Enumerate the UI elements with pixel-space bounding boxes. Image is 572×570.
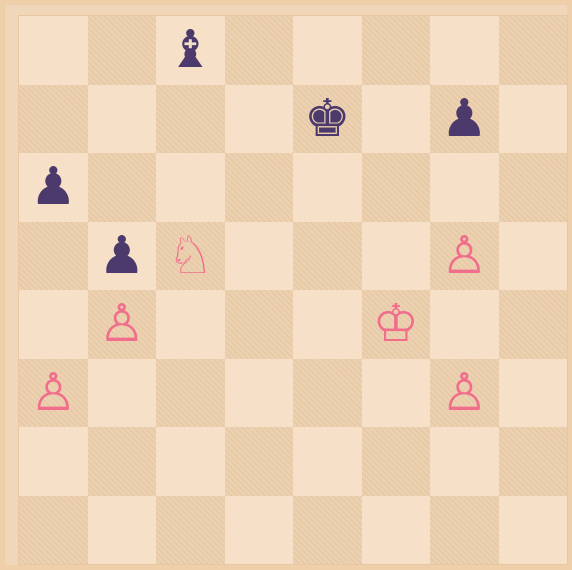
- square-f3[interactable]: [362, 359, 431, 428]
- square-f5[interactable]: [362, 222, 431, 291]
- square-e8[interactable]: [293, 16, 362, 85]
- square-d6[interactable]: [225, 153, 294, 222]
- square-f7[interactable]: [362, 85, 431, 154]
- square-b8[interactable]: [88, 16, 157, 85]
- square-c5[interactable]: ♘: [156, 222, 225, 291]
- square-g8[interactable]: [430, 16, 499, 85]
- square-h1[interactable]: [499, 496, 568, 565]
- square-c6[interactable]: [156, 153, 225, 222]
- square-e2[interactable]: [293, 427, 362, 496]
- square-e6[interactable]: [293, 153, 362, 222]
- square-a1[interactable]: [19, 496, 88, 565]
- square-a2[interactable]: [19, 427, 88, 496]
- square-g1[interactable]: [430, 496, 499, 565]
- square-g5[interactable]: ♙: [430, 222, 499, 291]
- white-king-f4[interactable]: ♔: [372, 298, 419, 350]
- square-c8[interactable]: ♝: [156, 16, 225, 85]
- black-pawn-b5[interactable]: ♟: [98, 230, 145, 282]
- square-b5[interactable]: ♟: [88, 222, 157, 291]
- square-b2[interactable]: [88, 427, 157, 496]
- square-g2[interactable]: [430, 427, 499, 496]
- square-h6[interactable]: [499, 153, 568, 222]
- black-pawn-g7[interactable]: ♟: [441, 93, 488, 145]
- square-d1[interactable]: [225, 496, 294, 565]
- square-e7[interactable]: ♚: [293, 85, 362, 154]
- square-c2[interactable]: [156, 427, 225, 496]
- black-bishop-c8[interactable]: ♝: [167, 24, 214, 76]
- square-a4[interactable]: [19, 290, 88, 359]
- square-h5[interactable]: [499, 222, 568, 291]
- black-pawn-a6[interactable]: ♟: [30, 161, 77, 213]
- square-c3[interactable]: [156, 359, 225, 428]
- square-f8[interactable]: [362, 16, 431, 85]
- square-d4[interactable]: [225, 290, 294, 359]
- square-c7[interactable]: [156, 85, 225, 154]
- square-b7[interactable]: [88, 85, 157, 154]
- square-a6[interactable]: ♟: [19, 153, 88, 222]
- square-a3[interactable]: ♙: [19, 359, 88, 428]
- square-a8[interactable]: [19, 16, 88, 85]
- white-pawn-b4[interactable]: ♙: [98, 298, 145, 350]
- chess-board: ♝ ♚ ♟ ♟ ♟ ♘ ♙ ♙ ♔ ♙ ♙: [18, 15, 568, 565]
- square-c1[interactable]: [156, 496, 225, 565]
- square-b3[interactable]: [88, 359, 157, 428]
- square-e5[interactable]: [293, 222, 362, 291]
- square-e1[interactable]: [293, 496, 362, 565]
- square-d7[interactable]: [225, 85, 294, 154]
- square-b4[interactable]: ♙: [88, 290, 157, 359]
- square-h8[interactable]: [499, 16, 568, 85]
- square-h4[interactable]: [499, 290, 568, 359]
- white-knight-c5[interactable]: ♘: [167, 230, 214, 282]
- square-h3[interactable]: [499, 359, 568, 428]
- black-king-e7[interactable]: ♚: [304, 93, 351, 145]
- square-g7[interactable]: ♟: [430, 85, 499, 154]
- square-d2[interactable]: [225, 427, 294, 496]
- white-pawn-a3[interactable]: ♙: [30, 367, 77, 419]
- square-g4[interactable]: [430, 290, 499, 359]
- square-e3[interactable]: [293, 359, 362, 428]
- square-b6[interactable]: [88, 153, 157, 222]
- square-a5[interactable]: [19, 222, 88, 291]
- square-b1[interactable]: [88, 496, 157, 565]
- square-e4[interactable]: [293, 290, 362, 359]
- square-g6[interactable]: [430, 153, 499, 222]
- square-f1[interactable]: [362, 496, 431, 565]
- square-f4[interactable]: ♔: [362, 290, 431, 359]
- square-d5[interactable]: [225, 222, 294, 291]
- square-d8[interactable]: [225, 16, 294, 85]
- square-d3[interactable]: [225, 359, 294, 428]
- square-f2[interactable]: [362, 427, 431, 496]
- square-a7[interactable]: [19, 85, 88, 154]
- white-pawn-g5[interactable]: ♙: [441, 230, 488, 282]
- square-f6[interactable]: [362, 153, 431, 222]
- square-h2[interactable]: [499, 427, 568, 496]
- square-h7[interactable]: [499, 85, 568, 154]
- white-pawn-g3[interactable]: ♙: [441, 367, 488, 419]
- square-g3[interactable]: ♙: [430, 359, 499, 428]
- square-c4[interactable]: [156, 290, 225, 359]
